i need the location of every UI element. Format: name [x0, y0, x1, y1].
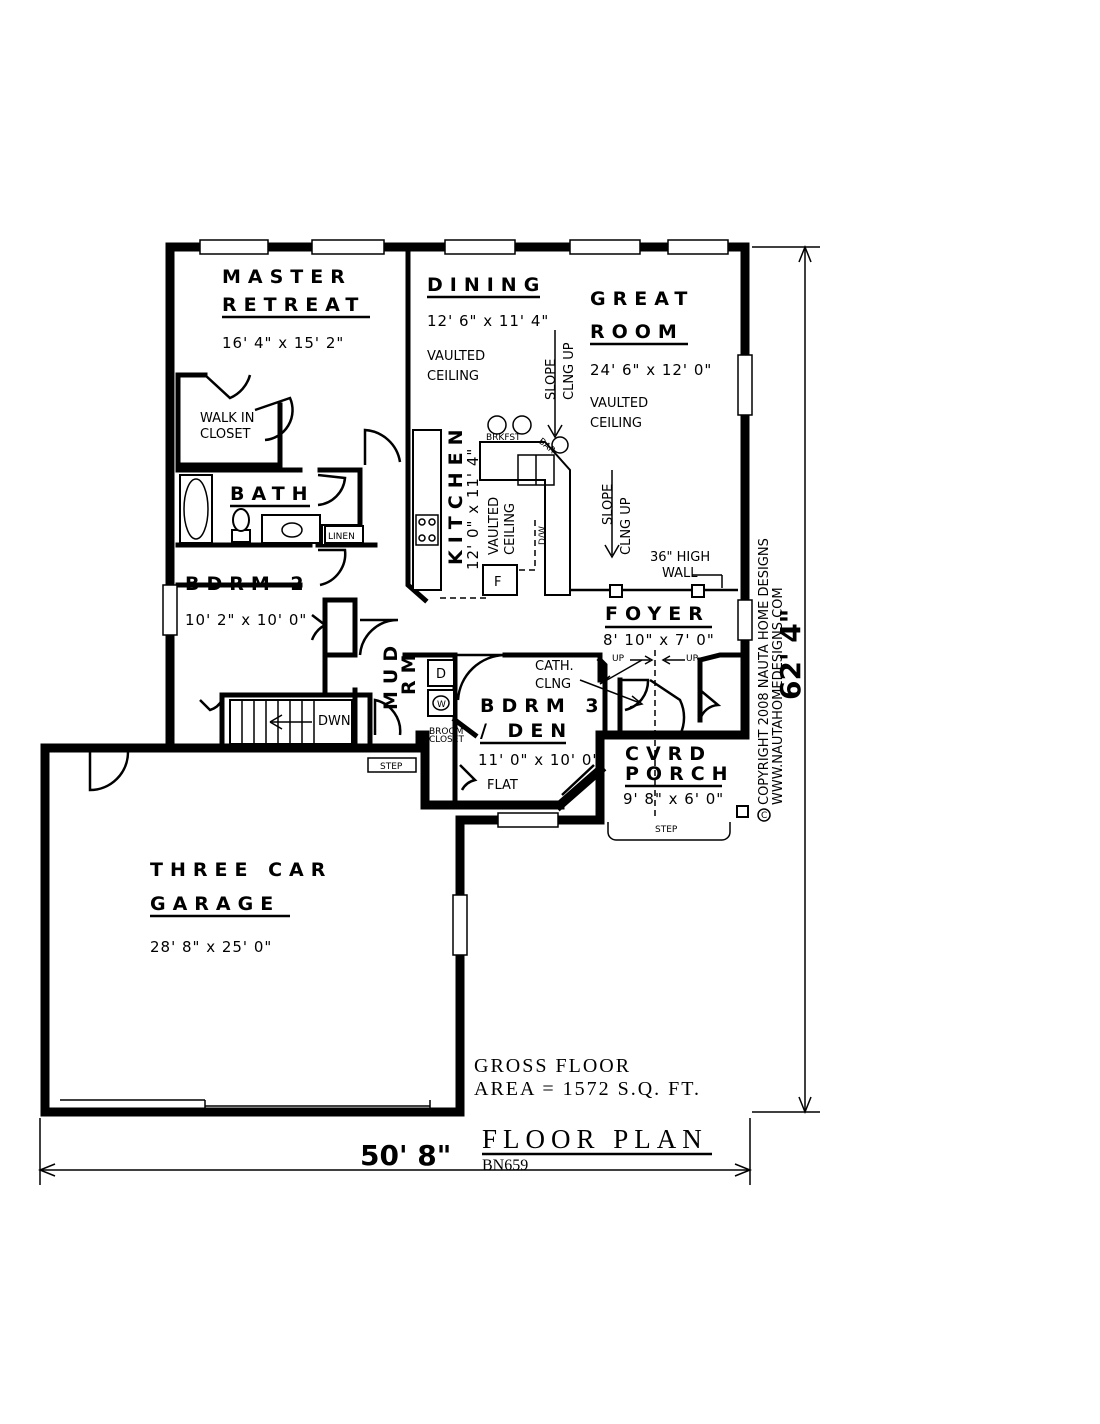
foyer-up-label-2: UP [686, 654, 699, 664]
walk-in-closet-label-2: CLOSET [200, 427, 251, 442]
dining-ceiling-note: VAULTED [427, 349, 485, 364]
washer-label: W [437, 700, 446, 710]
garage-step-label: STEP [380, 762, 403, 772]
copyright-line: COPYRIGHT 2008 NAUTA HOME DESIGNS [757, 538, 772, 805]
dining-dimensions: 12' 6" x 11' 4" [427, 312, 549, 330]
slope-ceiling-label-2b: CLNG UP [619, 497, 634, 555]
bdrm2-dimensions: 10' 2" x 10' 0" [185, 611, 307, 629]
broom-closet-label: BROOM [429, 727, 463, 737]
bdrm2-label: BDRM 2 10' 2" x 10' 0" [185, 573, 311, 629]
plan-code: BN659 [482, 1157, 528, 1174]
area-label-1: GROSS FLOOR [474, 1055, 631, 1077]
porch-step-label: STEP [655, 825, 678, 835]
bdrm3-title: BDRM 3 [480, 695, 606, 717]
bdrm3-label: BDRM 3 / DEN 11' 0" x 10' 0" FLAT CATH. … [478, 659, 606, 793]
foyer-dimensions: 8' 10" x 7' 0" [603, 631, 715, 649]
slope-ceiling-label-1: SLOPE [544, 359, 559, 400]
interior-walls [175, 249, 748, 808]
dimension-lines [37, 244, 820, 1185]
mud-room-title-2: RM [398, 647, 420, 695]
foyer-up-label-1: UP [612, 654, 625, 664]
garage-title-2: GARAGE [150, 893, 280, 915]
garage-title: THREE CAR [150, 859, 332, 881]
master-retreat-dimensions: 16' 4" x 15' 2" [222, 334, 344, 352]
master-retreat-title-2: RETREAT [222, 294, 365, 316]
slope-ceiling-label-1b: CLNG UP [562, 342, 577, 400]
foyer-label: FOYER 8' 10" x 7' 0" UP UP [603, 603, 715, 664]
copyright-block: C COPYRIGHT 2008 NAUTA HOME DESIGNS WWW.… [757, 538, 786, 822]
dining-label: DINING 12' 6" x 11' 4" VAULTED CEILING [427, 274, 549, 384]
high-wall-note: 36" HIGH [650, 550, 710, 565]
mud-room-title: MUD [380, 639, 402, 710]
linen-label: LINEN [328, 532, 355, 542]
dining-ceiling-note-2: CEILING [427, 369, 479, 384]
kitchen-ceiling-note-2: CEILING [503, 503, 518, 555]
foyer-title: FOYER [605, 603, 710, 625]
great-room-title: GREAT [590, 288, 694, 310]
great-room-dimensions: 24' 6" x 12' 0" [590, 361, 712, 379]
height-dimension: 62' 4" [774, 609, 807, 700]
plan-title: FLOOR PLAN [482, 1124, 708, 1154]
breakfast-bar-label: BRKFST [486, 433, 521, 443]
bdrm3-dimensions: 11' 0" x 10' 0" [478, 751, 600, 769]
windows [162, 239, 753, 956]
title-block: FLOOR PLAN BN659 [482, 1124, 712, 1174]
garage-label: THREE CAR GARAGE 28' 8" x 25' 0" [150, 859, 332, 956]
copyright-website: WWW.NAUTAHOMEDESIGNS.COM [771, 587, 786, 805]
cathedral-ceiling-label-2: CLNG [535, 677, 571, 692]
master-retreat-label: MASTER RETREAT 16' 4" x 15' 2" [222, 266, 370, 352]
slope-ceiling-label-2: SLOPE [601, 484, 616, 525]
bdrm3-ceiling-note: FLAT [487, 778, 518, 793]
cathedral-ceiling-label: CATH. [535, 659, 574, 674]
fixtures [179, 415, 749, 820]
area-label-2: AREA = 1572 S.Q. FT. [474, 1078, 701, 1100]
great-room-title-2: ROOM [590, 321, 684, 343]
dishwasher-label: D/W [538, 526, 548, 545]
gross-floor-area: GROSS FLOOR AREA = 1572 S.Q. FT. [474, 1055, 701, 1100]
garage-dimensions: 28' 8" x 25' 0" [150, 938, 272, 956]
great-room-ceiling-note: VAULTED [590, 396, 648, 411]
dryer-label: D [436, 667, 446, 682]
mud-room-label: MUD RM D W BROOM CLOSET [380, 639, 464, 745]
bdrm3-title-2: / DEN [480, 720, 573, 742]
master-retreat-title: MASTER [222, 266, 352, 288]
great-room-ceiling-note-2: CEILING [590, 416, 642, 431]
kitchen-title: KITCHEN [445, 423, 467, 565]
doors [88, 374, 722, 792]
stairs-down-label: DWN [318, 714, 351, 729]
bath-label: BATH [230, 483, 315, 505]
fridge-label: F [494, 575, 501, 590]
copyright-icon [757, 808, 771, 822]
stairs [229, 699, 353, 745]
garage-details [60, 757, 731, 1112]
great-room-label: GREAT ROOM 24' 6" x 12' 0" VAULTED CEILI… [590, 288, 712, 431]
broom-closet-label-2: CLOSET [429, 735, 464, 745]
porch-dimensions: 9' 8" x 6' 0" [623, 790, 724, 808]
bdrm2-title: BDRM 2 [185, 573, 311, 595]
porch-label: CVRD PORCH 9' 8" x 6' 0" STEP [623, 743, 735, 835]
slope-arrows [547, 330, 723, 708]
porch-title-2: PORCH [625, 763, 735, 785]
walk-in-closet-label: WALK IN [200, 411, 255, 426]
kitchen-ceiling-note: VAULTED [487, 497, 502, 555]
copyright-symbol: C [761, 811, 767, 821]
dining-title: DINING [427, 274, 546, 296]
high-wall-note-2: WALL [662, 566, 698, 581]
kitchen-dimensions: 12' 0" x 11' 4" [464, 448, 482, 570]
width-dimension: 50' 8" [360, 1139, 451, 1172]
porch-title: CVRD [625, 743, 712, 765]
